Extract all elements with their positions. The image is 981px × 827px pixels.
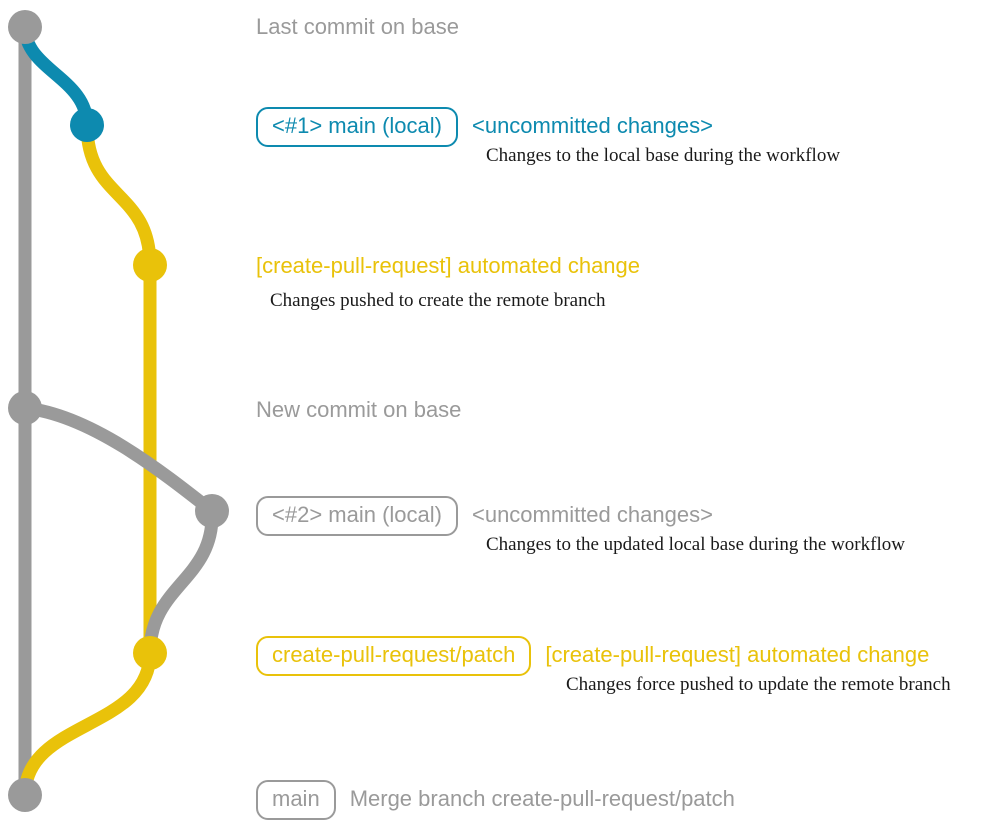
- commit-subject: Last commit on base: [256, 14, 459, 39]
- commit-row-commit-2-automated: [create-pull-request] automated change: [256, 253, 640, 279]
- commit-note-commit-3-local: Changes to the updated local base during…: [486, 534, 905, 555]
- commit-note-commit-2-automated: Changes pushed to create the remote bran…: [270, 290, 606, 311]
- commit-node-remote-1[interactable]: [133, 248, 167, 282]
- commit-subject: New commit on base: [256, 397, 462, 422]
- commit-node-local-1[interactable]: [70, 108, 104, 142]
- edge-local1-to-remote1: [80, 118, 157, 272]
- commit-row-last-commit-on-base: Last commit on base: [256, 14, 459, 40]
- commit-node-local-2[interactable]: [195, 494, 229, 528]
- commit-row-commit-5-merge: main Merge branch create-pull-request/pa…: [256, 780, 735, 820]
- commit-subject: Merge branch create-pull-request/patch: [349, 786, 735, 811]
- commit-subject: [create-pull-request] automated change: [256, 253, 641, 278]
- commit-subject: [create-pull-request] automated change: [545, 642, 930, 667]
- commit-subject: <uncommitted changes>: [471, 113, 713, 138]
- ref-chip-main[interactable]: main: [256, 780, 336, 820]
- ref-chip-create-pull-request-patch[interactable]: create-pull-request/patch: [256, 636, 532, 676]
- ref-chip-main-local-1[interactable]: <#1> main (local): [256, 107, 458, 147]
- commit-subject: <uncommitted changes>: [471, 502, 713, 527]
- commit-row-new-commit-on-base: New commit on base: [256, 397, 461, 423]
- commit-node-base-3[interactable]: [8, 778, 42, 812]
- commit-node-remote-2[interactable]: [133, 636, 167, 670]
- edge-local2-to-remote2: [143, 504, 219, 660]
- commit-row-commit-1-local: <#1> main (local) <uncommitted changes>: [256, 107, 713, 147]
- ref-chip-main-local-2[interactable]: <#2> main (local): [256, 496, 458, 536]
- commit-note-commit-1-local: Changes to the local base during the wor…: [486, 145, 841, 166]
- edge-remote2-to-base3: [18, 646, 157, 802]
- commit-row-commit-3-local: <#2> main (local) <uncommitted changes>: [256, 496, 713, 536]
- commit-row-commit-4-patch: create-pull-request/patch [create-pull-r…: [256, 636, 929, 676]
- commit-note-commit-4-patch: Changes force pushed to update the remot…: [566, 674, 951, 695]
- commit-node-base-1[interactable]: [8, 10, 42, 44]
- commit-node-base-2[interactable]: [8, 391, 42, 425]
- edge-base2-to-local2: [18, 401, 219, 518]
